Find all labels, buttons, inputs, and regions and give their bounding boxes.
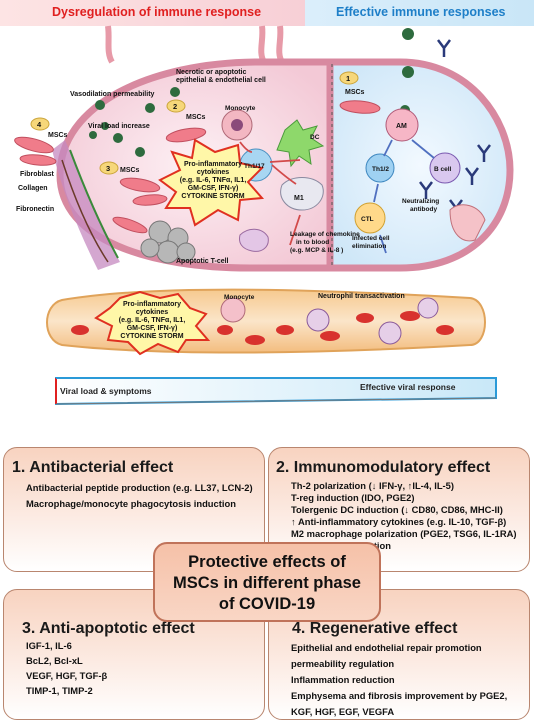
vessel-storm-line-3: (e.g. IL-6, TNFα, IL1, [119,317,186,324]
dysregulation-title: Dysregulation of immune response [52,5,262,19]
ctl-label: CTL [361,216,374,223]
center-line-3: of COVID-19 [218,595,316,613]
badge-3-text: 3 [106,164,110,173]
immunomodulatory-item: Tolergenic DC induction (↓ CD80, CD86, M… [291,504,503,515]
center-line-2: MSCs in different phase [173,574,361,592]
neutrophil-label: Neutrophil transactivation [318,293,405,300]
neutrophils [306,297,439,345]
monocyte-label: Monocyte [225,105,256,112]
regenerative-item: Epithelial and endothelial repair promot… [291,642,482,653]
fibronectin-label: Fibronectin [16,206,54,213]
vessel-monocyte-cell [220,297,246,323]
regenerative-item: permeability regulation [291,658,395,669]
virus-particles [89,28,414,157]
necrotic-label: Necrotic or apoptotic [176,69,247,76]
capillary-strand [105,25,115,64]
covid-immune-illustration: Necrotic or apoptotic epithelial & endot… [14,25,514,406]
neutralizing-label-1: Neutralizing [402,198,439,205]
immunomodulatory-title: 2. Immunomodulatory effect [276,459,491,476]
mscs-1-label: MSCs [345,89,365,96]
regenerative-title: 4. Regenerative effect [292,620,458,637]
antibacterial-item: Macrophage/monocyte phagocytosis inducti… [26,498,236,509]
badge-1-text: 1 [346,74,350,83]
leakage-label-2: in to blood [296,239,329,246]
leakage-label-1: Leakage of chemokine [290,231,360,238]
vasodilation-label: Vasodilation permeability [70,91,155,98]
mscs-4-label: MSCs [48,132,68,139]
anti-apoptotic-item: VEGF, HGF, TGF-β [26,670,108,681]
immunomodulatory-item: Th-2 polarization (↓ IFN-γ, ↑IL-4, IL-5) [291,480,455,491]
mscs-3-label: MSCs [120,167,140,174]
antibacterial-item: Antibacterial peptide production (e.g. L… [26,482,253,493]
fibroblast-label: Fibroblast [20,171,55,178]
badge-2-text: 2 [173,102,177,111]
infected-cell-label-1: Infected cell [352,235,390,242]
b-cell-label: B cell [434,166,452,173]
effective-viral-response-label: Effective viral response [360,382,456,392]
effective-header-band [305,0,534,26]
regenerative-item: KGF, HGF, EGF, VEGFA [291,706,395,717]
th1-17-label: Th1/17 [244,163,265,170]
leakage-label-3: (e.g. MCP & IL-8 ) [290,247,343,254]
number-badges [30,71,359,175]
dysregulation-header-band [0,0,305,26]
center-summary-box: Protective effects of MSCs in different … [153,542,381,622]
badge-4-text: 4 [37,120,42,129]
vessel-storm-line-5: CYTOKINE STORM [120,333,183,340]
immunomodulatory-item: ↑ Anti-inflammatory cytokines (e.g. IL-1… [291,516,507,527]
vessel-cytokine-storm-burst [94,290,211,356]
capillary-strand [258,25,267,64]
mscs-2-label: MSCs [186,114,206,121]
th1-2-label: Th1/2 [372,166,389,173]
apoptotic-t-cell-cluster [140,220,196,264]
storm-line-3: (e.g. IL-6, TNFα, IL1, [180,177,247,184]
storm-line-5: CYTOKINE STORM [181,193,244,200]
immunomodulatory-item: M2 macrophage polarization (PGE2, TSG6, … [291,528,517,539]
interstitium [52,140,120,270]
anti-apoptotic-item: TIMP-1, TIMP-2 [26,685,93,696]
anti-apoptotic-title: 3. Anti-apoptotic effect [22,620,195,637]
collagen-label: Collagen [18,185,48,192]
regenerative-item: Inflammation reduction [291,674,395,685]
msc-cells [14,100,381,234]
vessel-storm-line-1: Pro-inflammatory [123,301,181,308]
infected-cell-label-2: elimination [352,243,386,250]
immunomodulatory-item: T-reg induction (IDO, PGE2) [291,492,415,503]
cytokine-storm-burst [158,138,265,227]
red-blood-cells [71,311,454,345]
dc-label: DC [310,134,320,141]
anti-apoptotic-item: IGF-1, IL-6 [26,640,72,651]
anti-apoptotic-item: BcL2, Bcl-xL [26,655,83,666]
viral-load-increase-label: Viral load increase [88,123,150,130]
effective-title: Effective immune responses [336,5,506,19]
vessel-monocyte-label: Monocyte [224,294,255,301]
vessel-storm-line-2: cytokines [136,309,168,316]
storm-line-2: cytokines [197,169,229,176]
capillary-strand [276,25,285,64]
neutralizing-label-2: antibody [410,206,437,213]
regenerative-item: Emphysema and fibrosis improvement by PG… [291,690,508,701]
vessel-storm-line-4: GM-CSF, IFN-γ) [127,325,178,332]
apoptotic-t-cell-label: Apoptotic T-cell [176,258,229,265]
m1-label: M1 [294,195,304,202]
antibacterial-title: 1. Antibacterial effect [12,459,174,476]
am-label: AM [396,123,407,130]
storm-line-4: GM-CSF, IFN-γ) [188,185,239,192]
immune-cells-right [354,108,486,242]
center-line-1: Protective effects of [188,553,346,571]
viral-load-symptoms-label: Viral load & symptoms [60,386,152,396]
arrows-right [373,139,435,254]
necrotic-label-2: epithelial & endothelial cell [176,77,266,84]
storm-line-1: Pro-inflammatory [184,161,242,168]
